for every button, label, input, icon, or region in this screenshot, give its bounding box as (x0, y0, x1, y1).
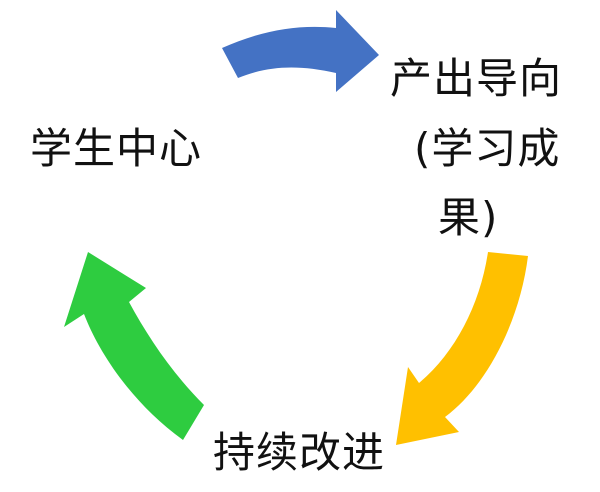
arrow-improvement-to-student (64, 252, 204, 440)
node-outcome-paren-line-1: (学习成 (414, 124, 561, 173)
node-outcome-oriented: 产出导向 (390, 54, 563, 103)
node-student-center: 学生中心 (30, 124, 203, 173)
node-continuous-improvement: 持续改进 (213, 428, 386, 477)
node-outcome-paren-line-2: 果) (438, 193, 499, 242)
arrow-student-to-outcome (222, 10, 379, 92)
arrow-outcome-to-improvement (396, 252, 528, 445)
